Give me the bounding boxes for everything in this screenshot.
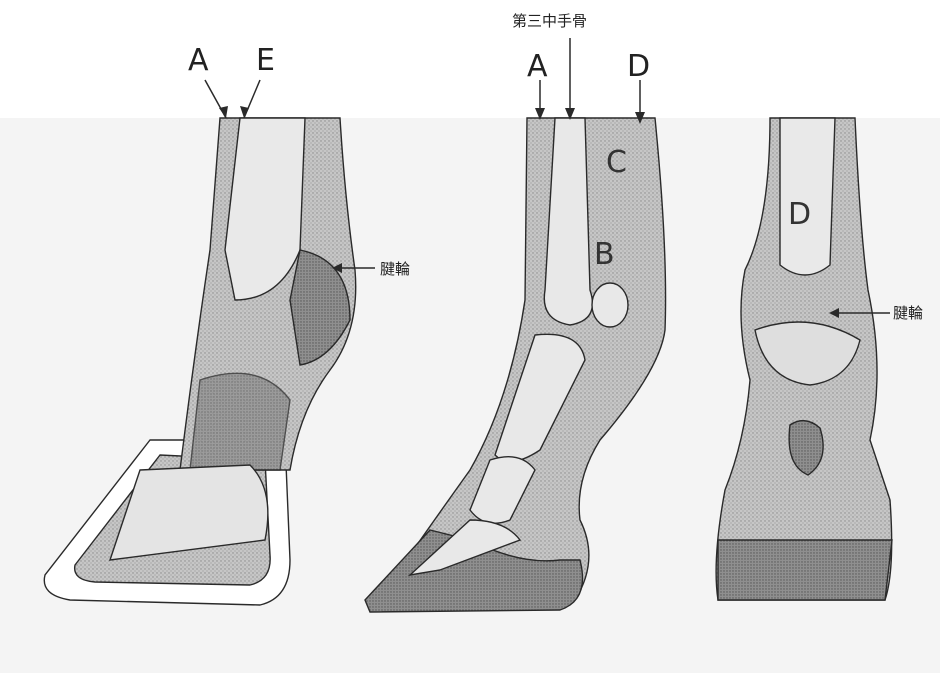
mid-sesamoid: [592, 283, 628, 327]
label-tendon-right: 腱輪: [893, 306, 923, 321]
label-e-left: E: [256, 46, 275, 76]
label-d-mid: D: [627, 52, 650, 82]
label-d-right: D: [788, 200, 811, 230]
arrowhead-e-left: [240, 106, 249, 118]
right-hoof-base: [718, 540, 892, 600]
label-b-mid: B: [594, 240, 615, 270]
label-a-mid: A: [527, 52, 548, 82]
label-tendon-left: 腱輪: [380, 262, 410, 277]
left-pastern: [190, 373, 290, 470]
label-a-left: A: [188, 46, 209, 76]
label-c-mid: C: [606, 148, 627, 178]
arrowhead-a-left: [219, 106, 228, 118]
label-metacarpal: 第三中手骨: [512, 14, 587, 29]
